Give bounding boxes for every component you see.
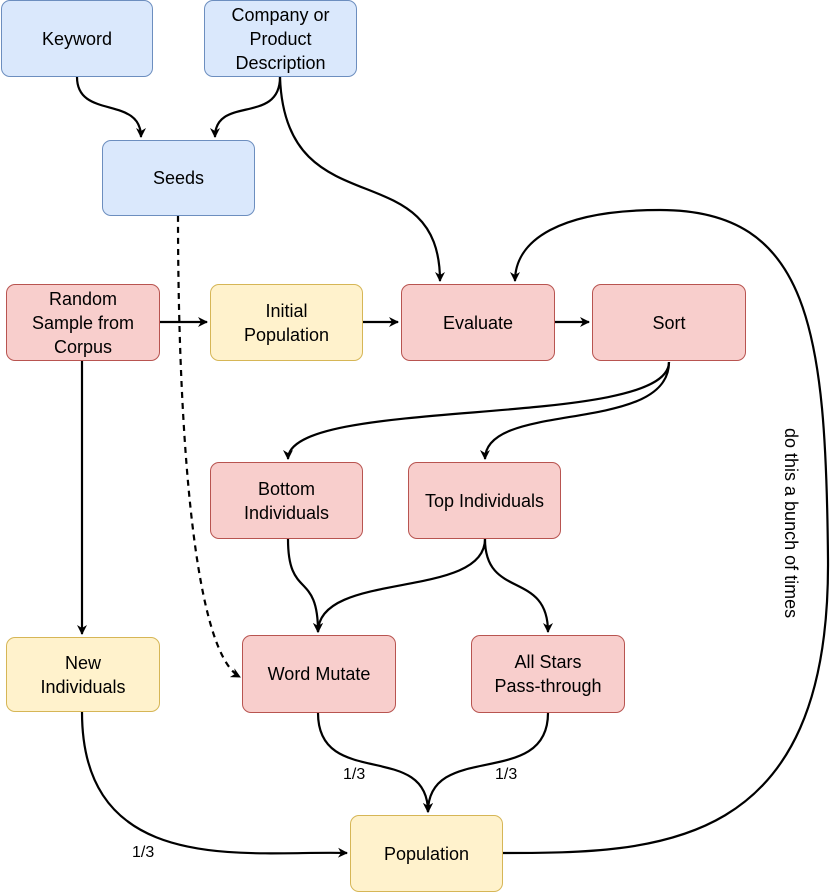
edge-seeds-wordmutate [176,215,241,678]
edge-top-wordmutate [313,538,487,633]
edge-sort-top [480,361,671,460]
new-individuals-fraction-label: 1/3 [132,844,155,861]
initial-population-node: Initial Population [210,284,363,361]
word-mutate-fraction-label: 1/3 [343,766,366,783]
evaluate-node: Evaluate [401,284,555,361]
edge-bottom-wordmutate [286,538,323,633]
edge-keyword-seeds [75,76,146,138]
keyword-node: Keyword [1,0,153,77]
seeds-node: Seeds [102,140,255,216]
population-node: Population [350,815,503,892]
edge-sort-bottom [283,361,671,460]
edge-company-evaluate [278,76,445,282]
bottom-individuals-node: Bottom Individuals [210,462,363,539]
edge-wordmutate-population [316,712,433,813]
edge-population-evaluate-loop [502,208,830,855]
sort-node: Sort [592,284,746,361]
new-individuals-node: New Individuals [6,637,160,712]
edge-company-seeds [210,76,282,138]
edge-top-allstars [483,538,553,633]
company-description-node: Company or Product Description [204,0,357,77]
random-sample-node: Random Sample from Corpus [6,284,160,361]
loop-label: do this a bunch of times [781,428,801,619]
all-stars-node: All Stars Pass-through [471,635,625,713]
word-mutate-node: Word Mutate [242,635,396,713]
edge-allstars-population [423,712,550,813]
edge-new-population [80,711,348,858]
all-stars-fraction-label: 1/3 [495,766,518,783]
top-individuals-node: Top Individuals [408,462,561,539]
